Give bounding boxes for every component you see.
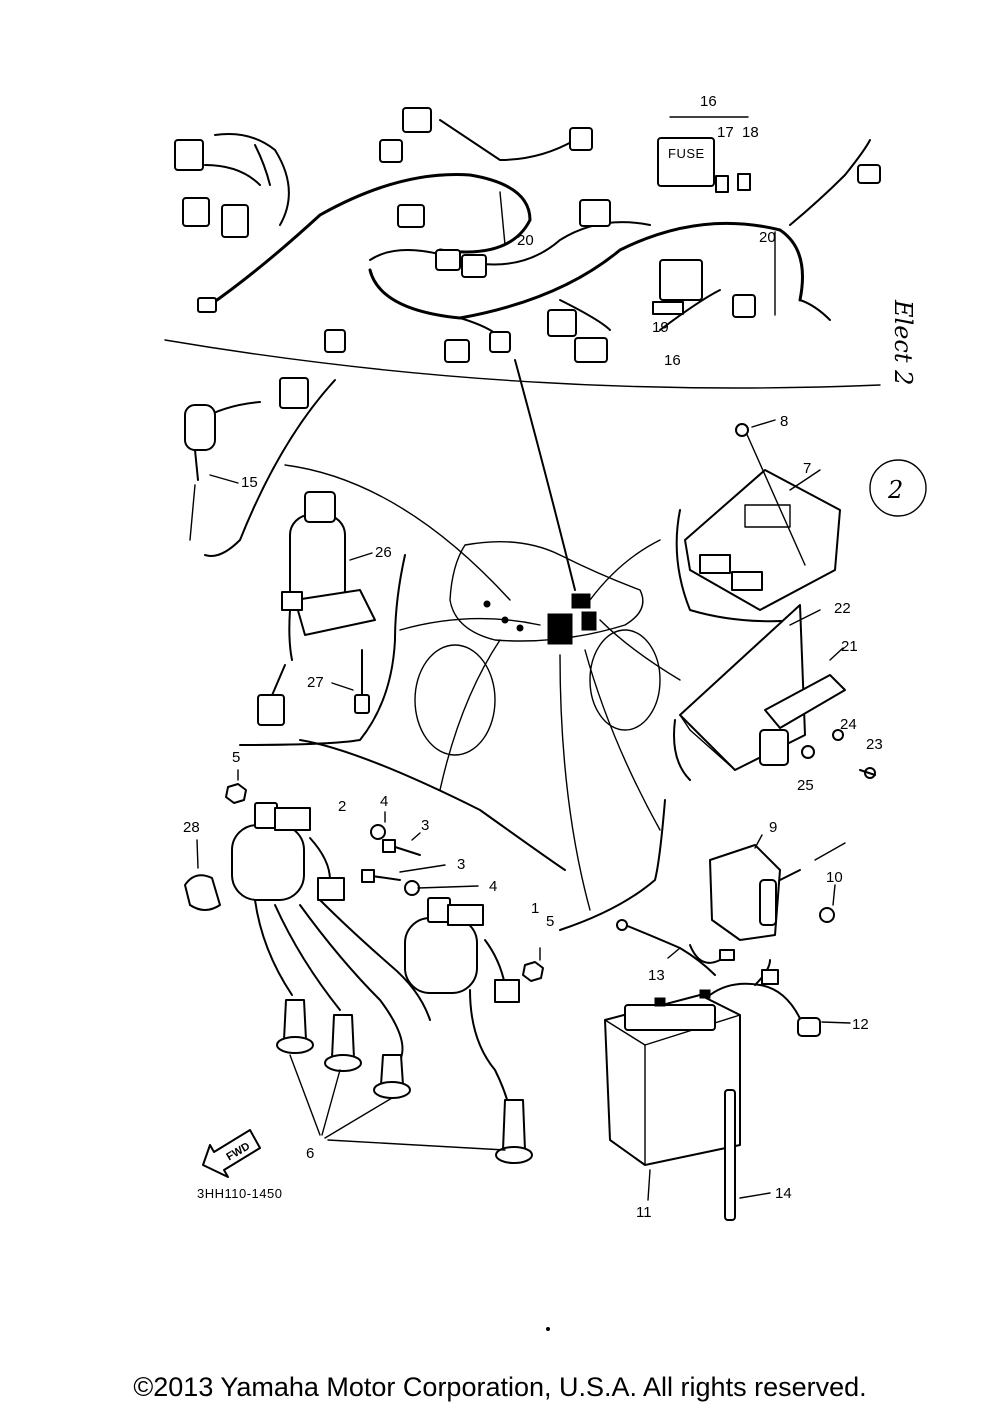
callout-22: 22 (834, 600, 851, 617)
part-2-ignition-coil (231, 802, 345, 901)
callout-13: 13 (648, 967, 665, 984)
part-11-battery (604, 989, 741, 1201)
handwritten-circled-number: 2 (887, 476, 903, 504)
part-1-ignition-coil (404, 897, 520, 1003)
part-12-lead (709, 959, 851, 1037)
callout-17: 17 (717, 124, 734, 141)
callout-10: 10 (826, 869, 843, 886)
part-21-rectifier-regulator (759, 647, 846, 766)
callout-27: 27 (307, 674, 324, 691)
part-26-main-switch (257, 491, 376, 726)
callout-4b: 4 (489, 878, 497, 895)
handwritten-circle (869, 459, 927, 517)
part-22-plate (679, 604, 821, 771)
section-dividers (204, 379, 801, 931)
part-14-breather-tube (724, 1089, 771, 1221)
part-9-starter-relay (709, 834, 846, 941)
part-15-sensor (184, 377, 309, 541)
callout-9: 9 (769, 819, 777, 836)
callout-20b: 20 (759, 229, 776, 246)
callout-23: 23 (866, 736, 883, 753)
callout-6: 6 (306, 1145, 314, 1162)
leader-lines (284, 359, 681, 911)
callout-28: 28 (183, 819, 200, 836)
callout-1: 1 (531, 900, 539, 917)
callout-19: 19 (652, 319, 669, 336)
callout-21: 21 (841, 638, 858, 655)
callout-8: 8 (780, 413, 788, 430)
part-28-clamp (184, 839, 221, 911)
callout-12: 12 (852, 1016, 869, 1033)
svg-text:FUSE: FUSE (668, 146, 705, 161)
wire-harness: FUSE (164, 107, 881, 389)
callout-18: 18 (742, 124, 759, 141)
handwritten-note: Elect 2 (889, 299, 917, 385)
part-7-cdi-unit (684, 419, 841, 611)
diagram-code: 3HH110-1450 (197, 1186, 282, 1201)
fwd-arrow-icon: FWD (202, 1129, 261, 1178)
callout-16b: 16 (664, 352, 681, 369)
callout-5b: 5 (546, 913, 554, 930)
callout-14: 14 (775, 1185, 792, 1202)
callout-11: 11 (636, 1204, 652, 1221)
callout-4a: 4 (380, 793, 388, 810)
callout-16a: 16 (700, 93, 717, 110)
callout-3a: 3 (421, 817, 429, 834)
part-27-bolt (331, 649, 370, 714)
copyright-notice: ©2013 Yamaha Motor Corporation, U.S.A. A… (133, 1372, 867, 1402)
callout-15: 15 (241, 474, 258, 491)
callout-24: 24 (840, 716, 857, 733)
part-3-4-5-hardware (225, 769, 544, 982)
part-13-lead (616, 919, 735, 976)
callout-26: 26 (375, 544, 392, 561)
callout-7: 7 (803, 460, 811, 477)
motorcycle-outline (414, 541, 661, 756)
stray-dot (546, 1327, 550, 1331)
callout-2: 2 (338, 798, 346, 815)
callout-25: 25 (797, 777, 814, 794)
callout-5a: 5 (232, 749, 240, 766)
callout-3b: 3 (457, 856, 465, 873)
part-23-25-hardware (801, 729, 876, 779)
callout-labels: 1 2 3 3 4 4 5 5 6 7 8 9 10 11 12 13 14 1… (183, 93, 883, 1221)
callout-20a: 20 (517, 232, 534, 249)
part-6-plug-caps (254, 899, 533, 1164)
